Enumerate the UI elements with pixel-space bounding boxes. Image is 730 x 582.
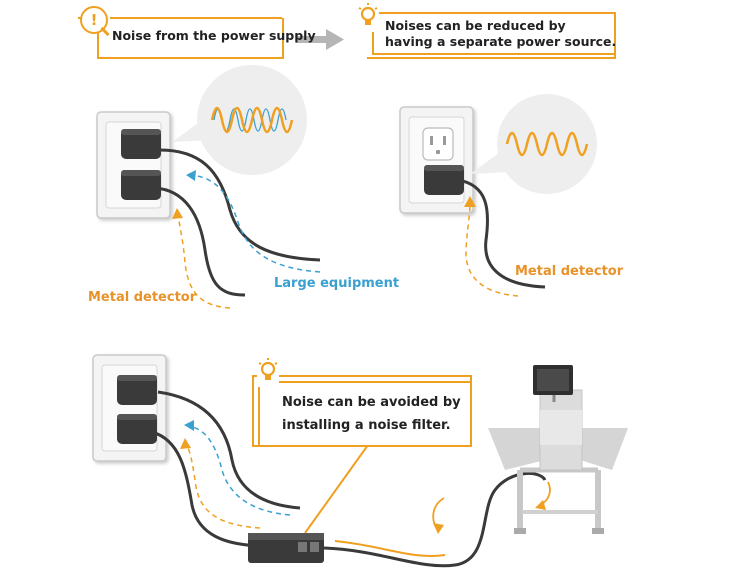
metal-detector-cable-left: [154, 186, 246, 297]
plug-right: [424, 165, 464, 195]
filter-output-orange: [334, 540, 446, 557]
large-equipment-label: Large equipment: [274, 276, 400, 291]
filter-text-line2: installing a noise filter.: [282, 418, 451, 433]
metal-detector-label-right: Metal detector: [515, 264, 624, 279]
plug-top-bottom: [117, 375, 157, 405]
transition-arrow: [296, 29, 344, 50]
noise-arrow-blue-left: [186, 170, 196, 181]
filter-to-detector-cable: [323, 471, 547, 568]
problem-callout: [97, 18, 284, 59]
solution-text-line2: having a separate power source.: [385, 34, 617, 49]
empty-socket: [422, 127, 454, 161]
noise-arrow-orange-bottom: [180, 438, 191, 449]
solution-text-line1: Noises can be reduced by: [385, 18, 566, 33]
metal-detector-cable-bottom: [151, 430, 263, 548]
large-equipment-cable-bottom: [157, 390, 301, 510]
metal-detector-machine: [488, 365, 628, 534]
noise-filter-box: [248, 533, 324, 563]
noise-path-blue-left: [191, 174, 321, 273]
filter-text-line1: Noise can be avoided by: [282, 395, 461, 410]
noise-arrow-blue-bottom: [184, 420, 194, 431]
noise-arrow-orange-right: [464, 196, 476, 207]
noise-path-blue-bottom: [189, 425, 291, 516]
lightbulb-icon: [357, 2, 379, 32]
lightbulb-icon-filter: [257, 357, 279, 387]
filter-callout-leader: [304, 444, 369, 534]
plug-bottom-bottom: [117, 414, 157, 444]
plug-top-left: [121, 129, 161, 159]
outlet-plate-left: [96, 111, 171, 219]
large-equipment-cable: [159, 148, 321, 262]
solution-callout-inner: [372, 12, 616, 55]
noise-magnifier-left: [172, 65, 307, 175]
plug-bottom-left: [121, 170, 161, 200]
detector-noise-arrow-1: [433, 523, 444, 534]
noise-path-orange-right: [465, 202, 519, 297]
noise-arrow-orange-left: [172, 208, 183, 219]
detector-noise-arrow-2: [535, 500, 546, 510]
filter-callout: [258, 381, 472, 447]
outlet-plate-bottom: [92, 354, 167, 462]
metal-detector-cable-right: [457, 178, 546, 289]
noise-path-orange-bottom: [186, 444, 261, 529]
metal-detector-label-left: Metal detector: [88, 290, 197, 305]
noise-magnifier-right: [470, 94, 597, 194]
noise-path-orange-left: [177, 214, 231, 309]
problem-callout-text: Noise from the power supply: [112, 28, 316, 43]
